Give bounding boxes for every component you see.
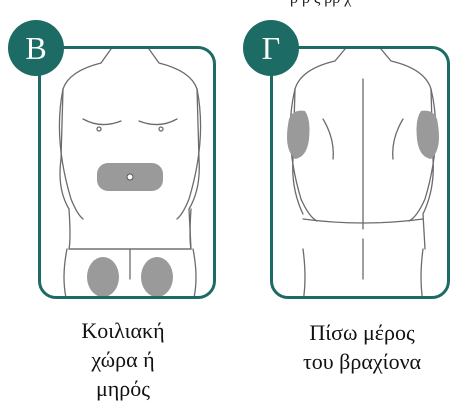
injection-site-panel-back-arm bbox=[270, 46, 450, 299]
right-thigh-injection-zone bbox=[141, 257, 173, 297]
caption-abdomen-thigh: Κοιλιακή χώρα ή μηρός bbox=[48, 316, 198, 403]
front-right-nipple bbox=[159, 127, 163, 131]
front-hip-line bbox=[69, 209, 191, 249]
caption-line: Πίσω μέρος bbox=[272, 318, 452, 347]
left-back-arm-injection-zone bbox=[287, 111, 310, 159]
back-body-illustration bbox=[273, 49, 450, 299]
right-back-arm-injection-zone bbox=[417, 111, 440, 159]
caption-line: μηρός bbox=[48, 374, 198, 403]
injection-site-panel-abdomen-thigh bbox=[38, 46, 216, 299]
caption-back-of-arm: Πίσω μέρος του βραχίονα bbox=[272, 318, 452, 376]
front-thigh-lines bbox=[64, 249, 196, 299]
navel bbox=[127, 174, 133, 180]
panel-letter-badge-g: Γ bbox=[243, 20, 299, 76]
cropped-heading-text: ρ ρ ς ρρ χ bbox=[290, 0, 458, 8]
caption-line: Κοιλιακή bbox=[48, 316, 198, 345]
left-thigh-injection-zone bbox=[87, 257, 119, 297]
front-torso-outline bbox=[60, 49, 199, 249]
front-body-illustration bbox=[41, 49, 216, 299]
caption-line: χώρα ή bbox=[48, 345, 198, 374]
front-chest-line bbox=[83, 119, 177, 125]
front-left-nipple bbox=[97, 127, 101, 131]
caption-line: του βραχίονα bbox=[272, 347, 452, 376]
panel-letter-badge-b: Β bbox=[8, 20, 64, 76]
back-hip-lines bbox=[303, 239, 423, 299]
